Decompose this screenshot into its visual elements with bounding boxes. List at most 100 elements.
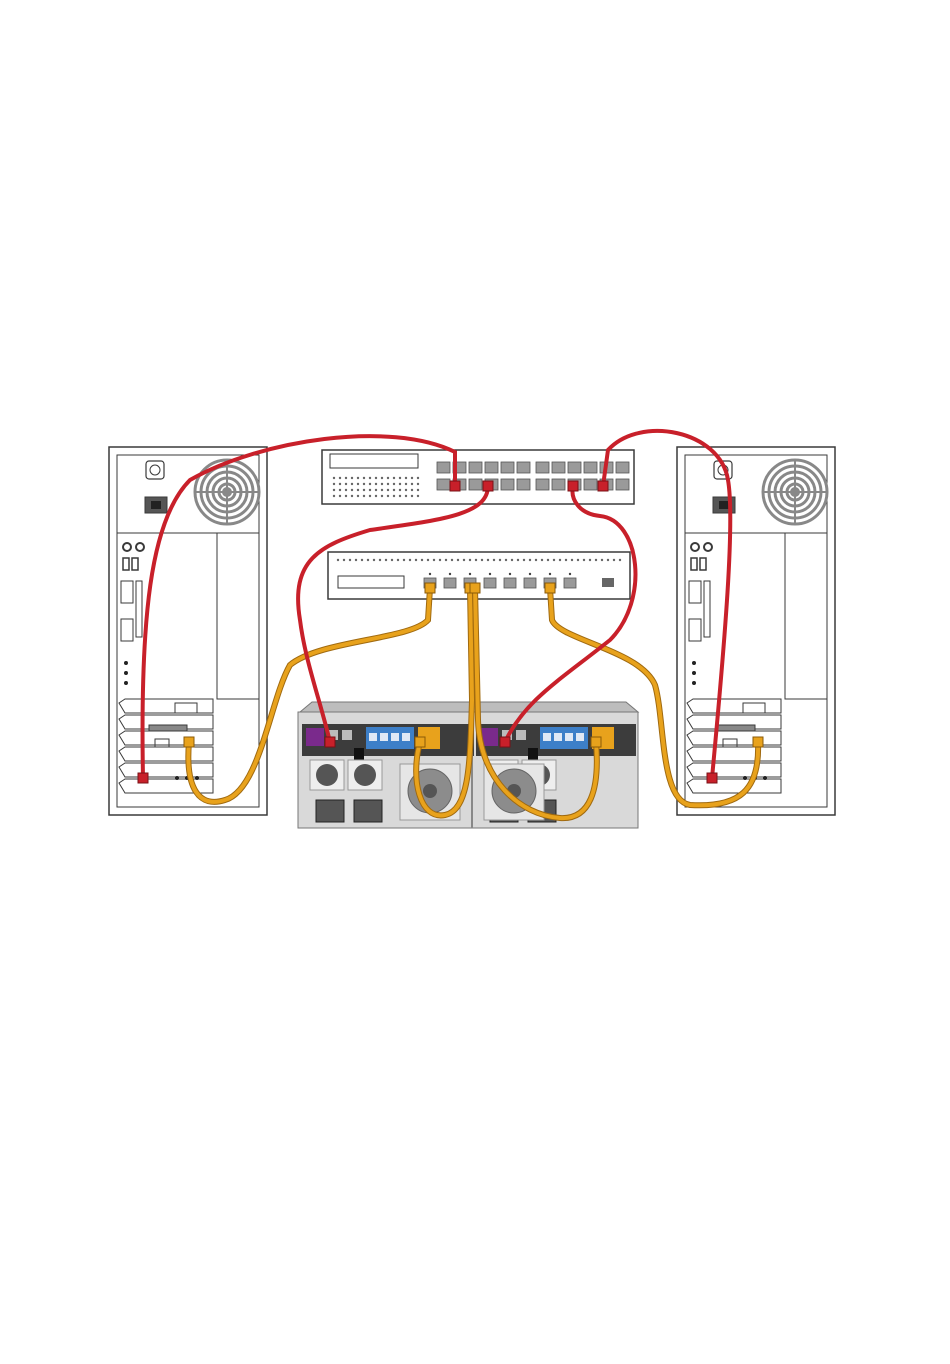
vent-hole bbox=[385, 559, 387, 561]
vent-hole bbox=[369, 477, 371, 479]
vent-hole bbox=[355, 559, 357, 561]
indicator-dot bbox=[124, 671, 128, 675]
vent-hole bbox=[399, 483, 401, 485]
vent-hole bbox=[619, 559, 621, 561]
vent-hole bbox=[613, 559, 615, 561]
rj45-connector-icon bbox=[325, 737, 335, 747]
vent-hole bbox=[451, 559, 453, 561]
expansion-slot bbox=[687, 731, 781, 745]
ethernet-port-icon bbox=[437, 462, 450, 473]
vent-hole bbox=[387, 477, 389, 479]
vent-hole bbox=[421, 559, 423, 561]
port-led bbox=[509, 573, 511, 575]
expansion-slot bbox=[687, 699, 781, 713]
ethernet-port-icon bbox=[552, 479, 565, 490]
vent-hole bbox=[595, 559, 597, 561]
vent-hole bbox=[393, 483, 395, 485]
nic-led bbox=[743, 776, 747, 780]
vent-hole bbox=[411, 477, 413, 479]
vent-hole bbox=[415, 559, 417, 561]
vent-hole bbox=[481, 559, 483, 561]
controller-status-panel bbox=[306, 728, 324, 746]
psu-fan-icon bbox=[316, 764, 338, 786]
vent-hole bbox=[499, 559, 501, 561]
vent-hole bbox=[387, 495, 389, 497]
vent-hole bbox=[469, 559, 471, 561]
ethernet-port-icon bbox=[437, 479, 450, 490]
host-port-icon bbox=[543, 733, 551, 741]
controller-latch bbox=[354, 748, 364, 760]
vent-hole bbox=[417, 477, 419, 479]
power-switch-icon bbox=[146, 461, 164, 479]
vent-hole bbox=[375, 483, 377, 485]
vent-hole bbox=[393, 495, 395, 497]
vent-hole bbox=[493, 559, 495, 561]
expansion-slot bbox=[119, 731, 213, 745]
nic-led bbox=[195, 776, 199, 780]
vent-hole bbox=[577, 559, 579, 561]
vent-hole bbox=[345, 489, 347, 491]
fan-hub-icon bbox=[790, 487, 800, 497]
audio-jack-icon bbox=[123, 543, 131, 551]
expansion-slot bbox=[119, 699, 213, 713]
rj45-connector-icon bbox=[450, 481, 460, 491]
scsi-port-icon bbox=[149, 725, 187, 731]
vent-hole bbox=[607, 559, 609, 561]
host-port-icon bbox=[402, 733, 410, 741]
ethernet-port-icon bbox=[501, 479, 514, 490]
ethernet-port-icon bbox=[517, 479, 530, 490]
port-led bbox=[429, 573, 431, 575]
vent-hole bbox=[433, 559, 435, 561]
vent-hole bbox=[505, 559, 507, 561]
vent-hole bbox=[363, 477, 365, 479]
host-port-icon bbox=[380, 733, 388, 741]
nic-led bbox=[763, 776, 767, 780]
ethernet-port-icon bbox=[584, 479, 597, 490]
vent-hole bbox=[405, 489, 407, 491]
rj45-connector-icon bbox=[568, 481, 578, 491]
rj45-connector-icon bbox=[500, 737, 510, 747]
fan-hub-icon bbox=[222, 487, 232, 497]
vent-hole bbox=[417, 489, 419, 491]
vent-hole bbox=[337, 559, 339, 561]
vent-hole bbox=[339, 477, 341, 479]
vent-hole bbox=[381, 477, 383, 479]
port-led bbox=[569, 573, 571, 575]
controller-mgmt-port-icon bbox=[516, 730, 526, 740]
ethernet-port-icon bbox=[536, 479, 549, 490]
vent-hole bbox=[333, 483, 335, 485]
fibre-connector-icon bbox=[184, 737, 194, 747]
vent-hole bbox=[387, 483, 389, 485]
vent-hole bbox=[405, 477, 407, 479]
switch-label-plate bbox=[330, 454, 418, 468]
rj45-connector-icon bbox=[707, 773, 717, 783]
vent-hole bbox=[351, 483, 353, 485]
vent-hole bbox=[351, 477, 353, 479]
vent-hole bbox=[523, 559, 525, 561]
indicator-dot bbox=[692, 661, 696, 665]
psu-fan-icon bbox=[354, 764, 376, 786]
vent-hole bbox=[369, 489, 371, 491]
fibre-connector-icon bbox=[591, 737, 601, 747]
rj45-connector-icon bbox=[483, 481, 493, 491]
fibre-connector-icon bbox=[753, 737, 763, 747]
fibre-connector-icon bbox=[415, 737, 425, 747]
vent-hole bbox=[375, 495, 377, 497]
vent-hole bbox=[351, 495, 353, 497]
ethernet-port-icon bbox=[568, 462, 581, 473]
drive-bay-panel bbox=[217, 533, 259, 699]
ethernet-port-icon bbox=[536, 462, 549, 473]
vent-hole bbox=[345, 477, 347, 479]
vent-hole bbox=[363, 489, 365, 491]
vent-hole bbox=[333, 477, 335, 479]
vent-hole bbox=[535, 559, 537, 561]
vent-hole bbox=[391, 559, 393, 561]
drive-bay-panel bbox=[785, 533, 827, 699]
controller-latch bbox=[528, 748, 538, 760]
ethernet-port-icon bbox=[616, 462, 629, 473]
vent-hole bbox=[343, 559, 345, 561]
vent-hole bbox=[393, 477, 395, 479]
port-led bbox=[489, 573, 491, 575]
host-port-icon bbox=[565, 733, 573, 741]
